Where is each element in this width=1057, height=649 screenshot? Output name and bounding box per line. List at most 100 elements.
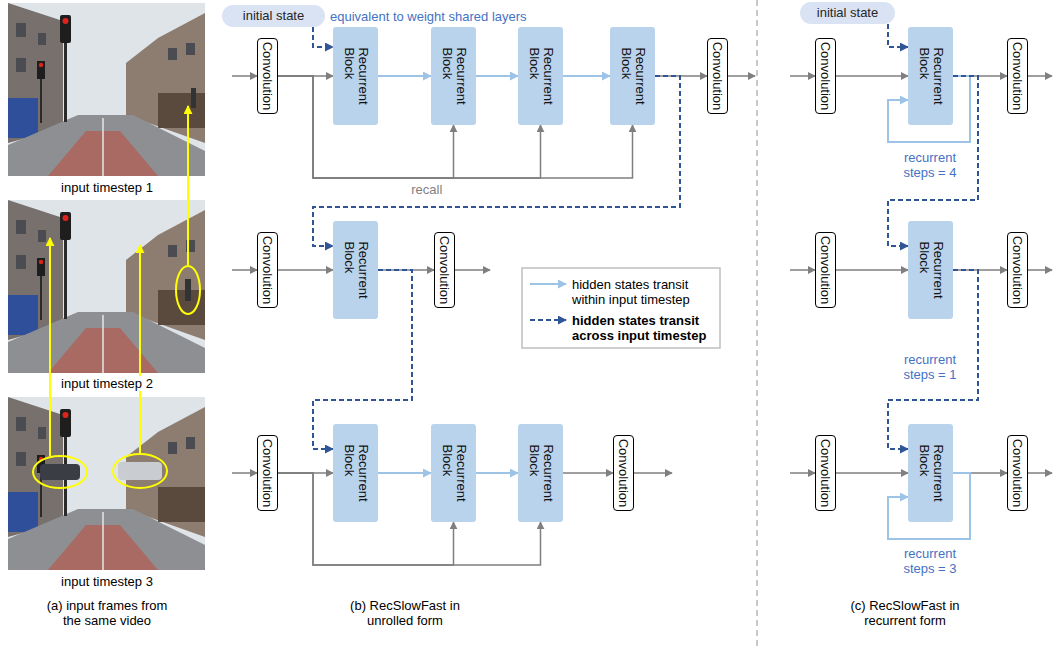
node-label: Convolution bbox=[1011, 236, 1025, 305]
connector bbox=[836, 75, 908, 77]
connector bbox=[476, 472, 518, 474]
highlight-ellipse bbox=[113, 454, 167, 488]
connector bbox=[563, 75, 610, 77]
recurrent-block: Recurrent Block bbox=[518, 27, 563, 125]
convolution-box: Convolution bbox=[815, 38, 836, 114]
subfigure-caption: (b) RecSlowFast in unrolled form bbox=[350, 598, 460, 628]
node-label: Convolution bbox=[819, 236, 833, 305]
node-label: Convolution bbox=[261, 439, 275, 508]
subfigure-caption: (c) RecSlowFast in recurrent form bbox=[850, 598, 959, 628]
input-arrow bbox=[232, 472, 257, 474]
node-label: Recurrent Block bbox=[527, 47, 555, 104]
connector bbox=[378, 472, 431, 474]
recurrent-block: Recurrent Block bbox=[431, 27, 476, 125]
recurrent-block: Recurrent Block bbox=[610, 27, 655, 125]
motion-arrow bbox=[49, 238, 51, 456]
car bbox=[40, 464, 80, 480]
legend-text: hidden states transit across input times… bbox=[572, 313, 706, 343]
input-arrow bbox=[232, 75, 257, 77]
step-count-label: recurrent steps = 4 bbox=[893, 150, 968, 180]
frame-label: input timestep 2 bbox=[61, 376, 153, 391]
convolution-box: Convolution bbox=[257, 38, 278, 114]
node-label: Convolution bbox=[438, 236, 452, 305]
connector bbox=[278, 76, 541, 178]
connector bbox=[378, 75, 431, 77]
annotation-text: equivalent to weight shared layers bbox=[330, 9, 590, 24]
output-arrow bbox=[1028, 269, 1052, 271]
node-label: initial state bbox=[817, 6, 878, 20]
output-arrow bbox=[634, 472, 672, 474]
connector bbox=[563, 472, 613, 474]
legend-entry: hidden states transit within input times… bbox=[572, 277, 717, 307]
node-label: Recurrent Block bbox=[440, 47, 468, 104]
output-arrow bbox=[1028, 75, 1052, 77]
node-label: Recurrent Block bbox=[917, 444, 945, 501]
subfigure-caption: (b) RecSlowFast in unrolled form bbox=[343, 598, 468, 628]
cross-timestep-connector bbox=[888, 24, 908, 47]
node-label: Convolution bbox=[819, 42, 833, 111]
step-count-label: recurrent steps = 1 bbox=[893, 352, 968, 382]
legend-entry: hidden states transit across input times… bbox=[572, 313, 717, 343]
node-label: Recurrent Block bbox=[917, 47, 945, 104]
convolution-box: Convolution bbox=[707, 38, 728, 114]
input-arrow bbox=[790, 269, 815, 271]
video-frame bbox=[8, 3, 205, 176]
node-label: Recurrent Block bbox=[342, 444, 370, 501]
node-label: Convolution bbox=[617, 439, 631, 508]
node-label: Convolution bbox=[1011, 439, 1025, 508]
node-label: Recurrent Block bbox=[342, 241, 370, 298]
output-arrow bbox=[455, 269, 490, 271]
node-label: Convolution bbox=[711, 42, 725, 111]
node-label: Convolution bbox=[261, 236, 275, 305]
node-label: Convolution bbox=[1011, 42, 1025, 111]
convolution-box: Convolution bbox=[815, 435, 836, 511]
recurrent-block: Recurrent Block bbox=[518, 424, 563, 522]
legend-sample-line bbox=[530, 319, 566, 321]
connector bbox=[836, 269, 908, 271]
step-count-label: recurrent steps = 4 bbox=[903, 150, 956, 180]
annotation-text: equivalent to weight shared layers bbox=[330, 9, 527, 24]
connector bbox=[278, 269, 333, 271]
connector bbox=[278, 473, 541, 565]
frame-label: input timestep 3 bbox=[61, 574, 153, 589]
panel-separator bbox=[756, 0, 757, 649]
node-label: Convolution bbox=[819, 439, 833, 508]
frame-label: input timestep 1 bbox=[17, 180, 197, 195]
frame-label: input timestep 1 bbox=[61, 180, 153, 195]
connector bbox=[476, 75, 518, 77]
convolution-box: Convolution bbox=[1007, 38, 1028, 114]
io-arrows bbox=[232, 76, 1052, 473]
pedestrian bbox=[185, 279, 191, 301]
subfigure-caption: (a) input frames from the same video bbox=[47, 598, 168, 628]
legend-frame bbox=[522, 268, 720, 348]
node-label: Recurrent Block bbox=[342, 47, 370, 104]
highlight-ellipse bbox=[33, 456, 87, 488]
recurrent-block: Recurrent Block bbox=[908, 27, 953, 125]
input-arrow bbox=[790, 75, 815, 77]
convolution-box: Convolution bbox=[815, 232, 836, 308]
convolution-box: Convolution bbox=[613, 435, 634, 511]
subfigure-caption: (a) input frames from the same video bbox=[41, 598, 173, 628]
node-label: Recurrent Block bbox=[619, 47, 647, 104]
video-frame bbox=[8, 397, 205, 570]
node-label: Convolution bbox=[261, 42, 275, 111]
output-arrow bbox=[728, 75, 755, 77]
motion-arrow bbox=[187, 106, 189, 265]
node-label: Recurrent Block bbox=[440, 444, 468, 501]
output-arrow bbox=[1028, 472, 1052, 474]
step-count-label: recurrent steps = 1 bbox=[903, 352, 956, 382]
video-frame bbox=[8, 200, 205, 373]
connector bbox=[836, 472, 908, 474]
recurrent-block: Recurrent Block bbox=[333, 27, 378, 125]
recurrent-block: Recurrent Block bbox=[908, 424, 953, 522]
pedestrian bbox=[191, 88, 196, 108]
frame-label: input timestep 3 bbox=[17, 574, 197, 589]
recurrent-block: Recurrent Block bbox=[908, 221, 953, 319]
convolution-box: Convolution bbox=[257, 232, 278, 308]
cross-timestep-connector bbox=[313, 27, 333, 47]
legend-sample-line bbox=[530, 283, 566, 285]
convolution-box: Convolution bbox=[257, 435, 278, 511]
convolution-box: Convolution bbox=[1007, 232, 1028, 308]
node-label: initial state bbox=[243, 9, 304, 23]
